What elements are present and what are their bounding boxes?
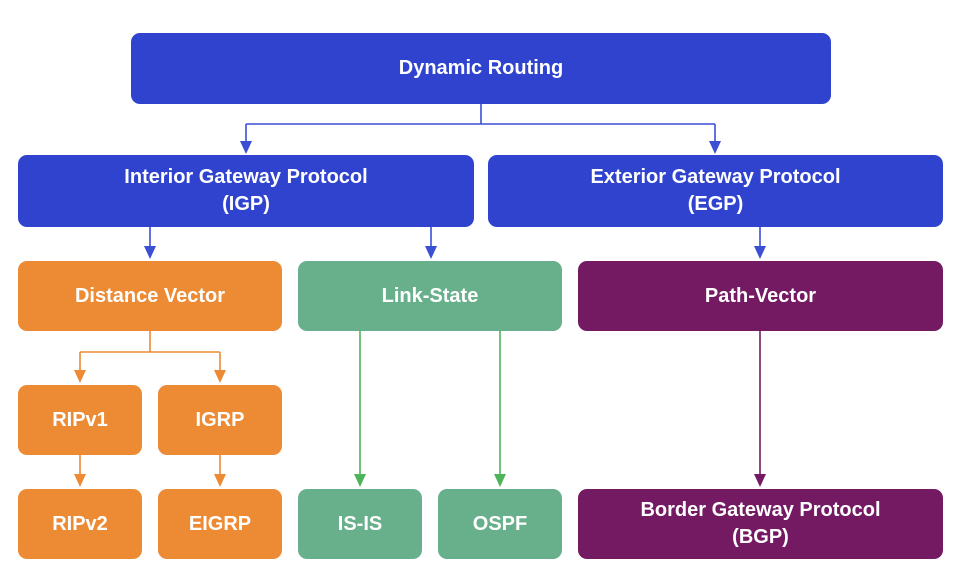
dynamic-routing-node: Dynamic Routing	[131, 33, 831, 104]
arrowheads-ls-to-protocols	[354, 474, 506, 487]
ripv1-label: RIPv1	[52, 408, 108, 431]
bgp-title: Border Gateway Protocol	[640, 499, 881, 521]
eigrp-node: EIGRP	[158, 489, 282, 559]
dynamic-routing-label: Dynamic Routing	[398, 57, 564, 79]
arrowheads-dv-evolution	[74, 474, 226, 487]
connector-dv-evolution	[79, 455, 221, 476]
arrowhead-egp-to-pathvector	[754, 246, 766, 259]
path-vector-node: Path-Vector	[578, 261, 943, 331]
arrowheads-igp-to-types	[144, 246, 437, 259]
is-is-label: IS-IS	[337, 512, 383, 535]
eigrp-label: EIGRP	[188, 512, 252, 535]
link-state-node: Link-State	[298, 261, 562, 331]
egp-node: Exterior Gateway Protocol (EGP)	[488, 155, 943, 227]
igrp-label: IGRP	[195, 408, 245, 431]
ripv2-label: RIPv2	[52, 512, 108, 535]
arrowhead-pv-to-bgp	[754, 474, 766, 487]
ripv1-node: RIPv1	[18, 385, 142, 455]
ospf-node: OSPF	[438, 489, 562, 559]
connector-igp-to-types	[149, 227, 432, 248]
distance-vector-node: Distance Vector	[18, 261, 282, 331]
link-state-label: Link-State	[381, 284, 479, 307]
connector-root-to-gateways	[245, 104, 716, 143]
bgp-abbreviation: (BGP)	[732, 526, 789, 548]
igp-title: Interior Gateway Protocol	[124, 166, 368, 188]
connector-dv-to-protocols	[79, 331, 221, 372]
igp-abbreviation: (IGP)	[222, 193, 270, 215]
arrowheads-root-to-gateways	[240, 141, 721, 154]
ripv2-node: RIPv2	[18, 489, 142, 559]
arrowheads-dv-to-protocols	[74, 370, 226, 383]
ospf-label: OSPF	[472, 512, 528, 535]
egp-title: Exterior Gateway Protocol	[590, 166, 841, 188]
path-vector-label: Path-Vector	[704, 284, 817, 307]
is-is-node: IS-IS	[298, 489, 422, 559]
egp-abbreviation: (EGP)	[687, 193, 744, 215]
igrp-node: IGRP	[158, 385, 282, 455]
connector-ls-to-protocols	[359, 331, 501, 476]
igp-node: Interior Gateway Protocol (IGP)	[18, 155, 474, 227]
distance-vector-label: Distance Vector	[74, 284, 226, 307]
bgp-node: Border Gateway Protocol (BGP)	[578, 489, 943, 559]
